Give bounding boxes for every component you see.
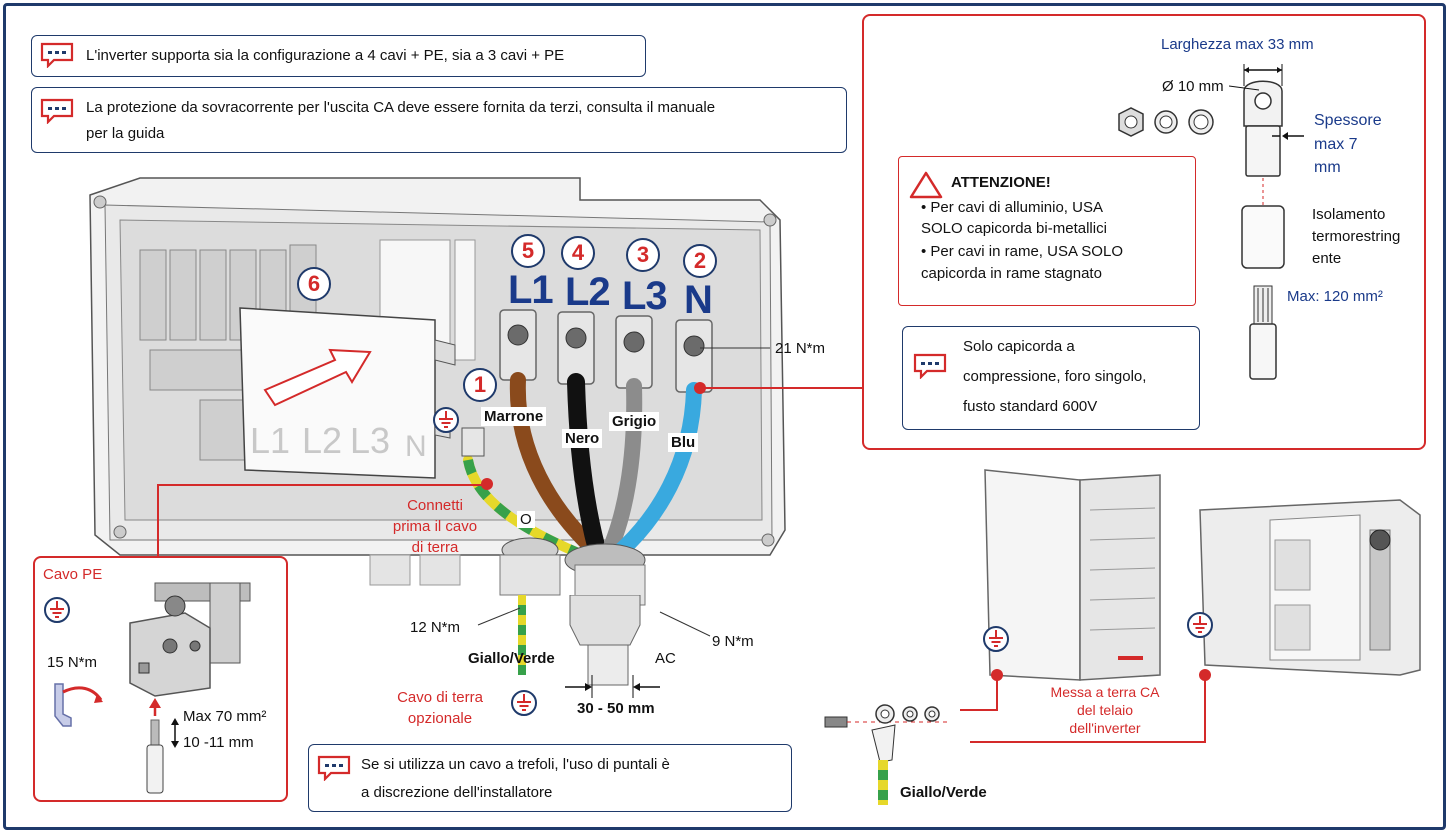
connect-first-line3: di terra xyxy=(411,539,459,556)
note-lug-line2: compressione, foro singolo, xyxy=(963,368,1147,385)
phase-n-label: N xyxy=(684,278,713,322)
phase-l3-label: L3 xyxy=(622,274,668,318)
terminal-number-5: 5 xyxy=(511,234,545,268)
cover-number-6: 6 xyxy=(297,267,331,301)
terminal-number-2: 2 xyxy=(683,244,717,278)
lug-thickness-line3: mm xyxy=(1314,159,1341,176)
ac-cable-illustration xyxy=(518,595,641,686)
cover-phase-n: N xyxy=(405,430,427,463)
note-wiring-config: L'inverter supporta sia la configurazion… xyxy=(31,35,646,77)
note-lug: Solo capicorda a compressione, foro sing… xyxy=(902,326,1200,430)
ground-icon xyxy=(1187,612,1213,638)
lug-insulation-line2: termorestring xyxy=(1312,228,1401,245)
pe-torque-label: 15 N*m xyxy=(47,654,98,671)
chat-bubble-icon xyxy=(40,42,74,68)
note-lug-line1: Solo capicorda a xyxy=(963,338,1075,355)
wire-black-label: Nero xyxy=(562,429,603,448)
warning-title: ATTENZIONE! xyxy=(951,174,1051,191)
chat-bubble-icon xyxy=(913,353,947,379)
connect-first-line1: Connetti xyxy=(407,497,463,514)
pe-terminal-illustration xyxy=(129,582,251,697)
torque-terminal-label: 21 N*m xyxy=(775,340,826,357)
connect-first-line2: prima il cavo xyxy=(392,518,478,535)
ground-icon xyxy=(983,626,1009,652)
note-overcurrent-line2: per la guida xyxy=(86,125,165,142)
cable-optional-line2: opzionale xyxy=(407,710,473,727)
pe-cable-box: Cavo PE 15 N*m Max 70 mm² 10 -11 mm xyxy=(33,556,288,802)
cable-optional-line1: Cavo di terra xyxy=(397,689,483,706)
wire-blue-label: Blu xyxy=(668,433,699,452)
frame-ground-line3: dell'inverter xyxy=(1069,720,1141,736)
lug-illustration xyxy=(1241,64,1304,380)
warning-line4: capicorda in rame stagnato xyxy=(921,265,1102,282)
lug-insulation-line3: ente xyxy=(1312,250,1342,267)
wire-brown-label: Marrone xyxy=(481,407,547,426)
ground-icon xyxy=(511,690,537,716)
lug-thickness-line2: max 7 xyxy=(1314,136,1358,153)
phase-l2-label: L2 xyxy=(565,270,611,314)
note-stranded-line2: a discrezione dell'installatore xyxy=(361,784,553,801)
frame-ground-cable-label: Giallo/Verde xyxy=(900,784,987,801)
wire-grey-label: Grigio xyxy=(609,412,660,431)
chat-bubble-icon xyxy=(317,755,351,781)
cover-phase-l3: L3 xyxy=(350,420,391,461)
ground-icon xyxy=(433,407,459,433)
note-stranded: Se si utilizza un cavo a trefoli, l'uso … xyxy=(308,744,792,812)
warning-triangle-icon xyxy=(909,171,943,199)
connection-box-illustration xyxy=(89,177,786,606)
lug-thickness-line1: Spessore xyxy=(1314,112,1382,129)
lug-hole-label: Ø 10 mm xyxy=(1162,78,1224,95)
note-overcurrent: La protezione da sovracorrente per l'usc… xyxy=(31,87,847,153)
cover-phase-l1: L1 xyxy=(250,420,291,461)
pe-strip-illustration xyxy=(146,698,179,794)
note-lug-line3: fusto standard 600V xyxy=(963,398,1098,415)
hole-leader-line xyxy=(1229,85,1260,91)
lug-insulation-line1: Isolamento xyxy=(1312,206,1386,223)
phase-l1-label: L1 xyxy=(508,268,554,312)
wire-ring-label: O xyxy=(517,511,535,528)
terminal-number-3: 3 xyxy=(626,238,660,272)
ground-icon xyxy=(44,597,70,623)
chat-bubble-icon xyxy=(40,98,74,124)
pe-number-1: 1 xyxy=(463,368,497,402)
nut-washer-illustration xyxy=(1118,107,1214,137)
warning-box: ATTENZIONE! • Per cavi di alluminio, USA… xyxy=(898,156,1196,306)
note-stranded-line1: Se si utilizza un cavo a trefoli, l'uso … xyxy=(361,756,670,773)
arrow-icon xyxy=(263,348,372,407)
torque-gland-ac-label: 9 N*m xyxy=(712,633,754,650)
cover-phase-l2: L2 xyxy=(302,420,343,461)
frame-ground-line2: del telaio xyxy=(1076,702,1134,718)
warning-line3: • Per cavi in rame, USA SOLO xyxy=(921,243,1123,260)
lug-max-section-label: Max: 120 mm² xyxy=(1287,288,1383,305)
cable-yellow-green-label: Giallo/Verde xyxy=(468,650,555,667)
torque-gland-small-label: 12 N*m xyxy=(410,619,461,636)
wrench-icon xyxy=(54,683,103,727)
note-overcurrent-line1: La protezione da sovracorrente per l'usc… xyxy=(86,99,716,116)
frame-ground-line1: Messa a terra CA xyxy=(1050,684,1160,700)
inverter-frame-illustration xyxy=(824,469,1421,805)
note-wiring-config-text: L'inverter supporta sia la configurazion… xyxy=(86,47,565,64)
cable-ac-label: AC xyxy=(655,650,676,667)
lug-width-label: Larghezza max 33 mm xyxy=(1161,36,1314,53)
warning-line2: SOLO capicorda bi-metallici xyxy=(921,220,1107,237)
terminal-number-4: 4 xyxy=(561,236,595,270)
pe-max-section-label: Max 70 mm² xyxy=(183,708,267,725)
cable-diameter-label: 30 - 50 mm xyxy=(577,700,655,717)
warning-line1: • Per cavi di alluminio, USA xyxy=(921,199,1103,216)
pe-box-title: Cavo PE xyxy=(43,566,103,583)
pe-strip-length-label: 10 -11 mm xyxy=(183,734,254,751)
lug-spec-box: Larghezza max 33 mm Ø 10 mm Spessore max… xyxy=(862,14,1426,450)
